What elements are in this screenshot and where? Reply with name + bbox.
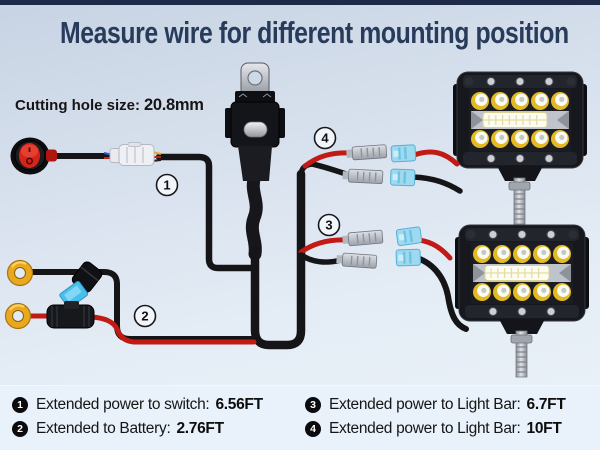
blue-spade-4-black xyxy=(389,167,417,188)
marker-1: 1 xyxy=(155,173,179,197)
legend-value-2: 2.76FT xyxy=(176,419,224,437)
page-title: Measure wire for different mounting posi… xyxy=(60,15,569,50)
legend-item-3: 3 Extended power to Light Bar: 6.7FT xyxy=(305,395,566,414)
legend-num-2: 2 xyxy=(12,420,28,437)
legend-value-1: 6.56FT xyxy=(215,395,263,413)
cutting-hole-note: Cutting hole size:20.8mm xyxy=(15,96,204,115)
lowerbar-red-pigtail xyxy=(416,237,453,261)
legend-num-3: 3 xyxy=(305,396,321,413)
legend-column-right: 3 Extended power to Light Bar: 6.7FT 4 E… xyxy=(305,395,566,438)
branch3-red xyxy=(298,237,351,255)
legend-label-3: Extended power to Light Bar: xyxy=(329,395,521,413)
svg-text:4: 4 xyxy=(321,131,329,146)
metal-spade-3-black xyxy=(335,251,378,270)
legend-label-2: Extended to Battery: xyxy=(36,419,171,437)
inline-plug-connector xyxy=(103,142,162,166)
svg-text:1: 1 xyxy=(163,178,170,193)
metal-spade-4-red xyxy=(345,143,388,162)
light-bar-upper xyxy=(452,71,588,225)
legend-label-1: Extended power to switch: xyxy=(36,395,210,413)
branch3-black xyxy=(298,252,344,265)
marker-3: 3 xyxy=(317,213,341,237)
fuse-holder xyxy=(46,261,103,329)
cutting-hole-value: 20.8mm xyxy=(144,96,204,114)
legend-value-4: 10FT xyxy=(526,419,562,437)
svg-text:2: 2 xyxy=(141,309,148,324)
blue-spade-3-black xyxy=(394,247,422,268)
blue-spade-3-red xyxy=(394,225,424,248)
branch4-red xyxy=(302,150,354,169)
rocker-switch xyxy=(10,137,57,175)
cutting-hole-label: Cutting hole size: xyxy=(15,97,140,114)
spade-terminals xyxy=(335,143,424,270)
ring-terminal-negative xyxy=(4,302,32,330)
marker-4: 4 xyxy=(313,126,337,150)
legend-item-4: 4 Extended power to Light Bar: 10FT xyxy=(305,419,566,438)
battery-red-wire-b xyxy=(89,314,257,345)
legend-item-2: 2 Extended to Battery: 2.76FT xyxy=(12,419,263,438)
legend-num-4: 4 xyxy=(305,420,321,437)
legend-column-left: 1 Extended power to switch: 6.56FT 2 Ext… xyxy=(12,395,263,438)
light-bar-lower xyxy=(454,224,590,378)
relay-cable xyxy=(245,169,263,261)
legend-label-4: Extended power to Light Bar: xyxy=(329,419,521,437)
lowerbar-black-pigtail xyxy=(411,254,469,332)
legend-item-1: 1 Extended power to switch: 6.56FT xyxy=(12,395,263,414)
switch-extension-wire xyxy=(155,153,256,272)
metal-spade-4-black xyxy=(341,167,384,185)
legend-num-1: 1 xyxy=(12,396,28,413)
relay xyxy=(225,62,285,181)
top-accent-bar xyxy=(0,0,600,5)
measurement-legend: 1 Extended power to switch: 6.56FT 2 Ext… xyxy=(0,385,600,450)
legend-value-3: 6.7FT xyxy=(526,395,566,413)
upperbar-red-pigtail xyxy=(411,149,460,167)
blue-spade-4-red xyxy=(389,143,418,164)
metal-spade-3-red xyxy=(341,229,384,248)
svg-text:3: 3 xyxy=(325,218,332,233)
upperbar-black-pigtail xyxy=(410,174,463,194)
marker-2: 2 xyxy=(133,304,157,328)
diagram-markers: 1 2 3 4 xyxy=(133,126,341,328)
ring-terminal-positive xyxy=(6,259,34,287)
